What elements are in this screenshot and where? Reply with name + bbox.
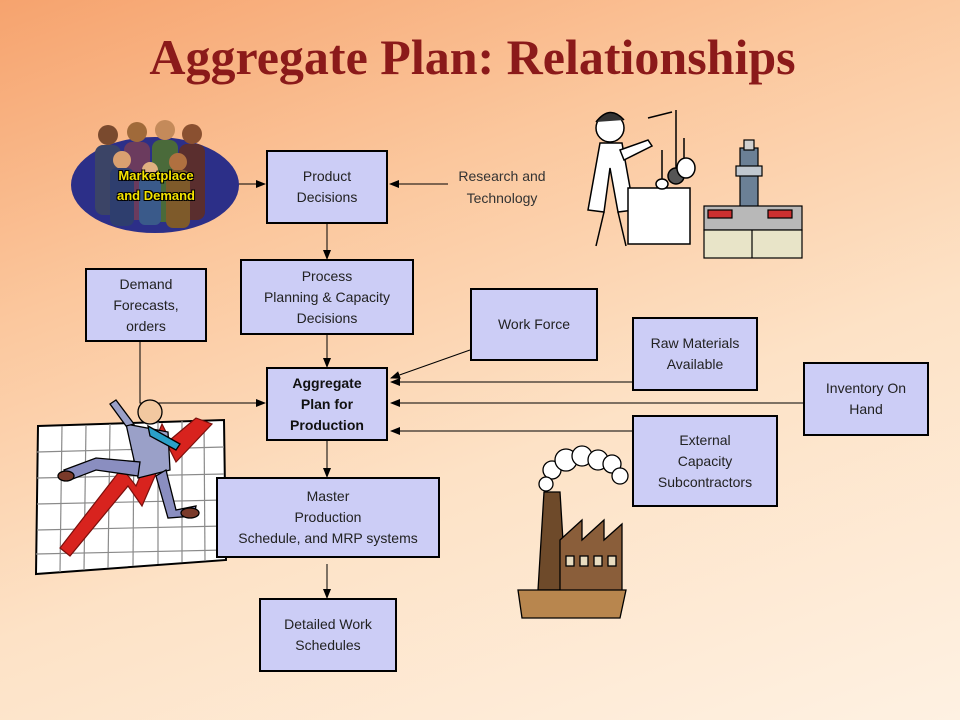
work-force-box: Work Force [470,288,598,361]
demand-forecasts-box: Demand Forecasts, orders [85,268,207,342]
arrow-workforce-to-aggregate [390,349,471,379]
product-decisions-box: Product Decisions [266,150,388,224]
master-production-box: Master Production Schedule, and MRP syst… [216,477,440,558]
research-technology-label: Research and Technology [458,168,546,206]
page-title: Aggregate Plan: Relationships [149,29,796,85]
aggregate-plan-box: Aggregate Plan for Production [266,367,388,441]
marketplace-label: Marketplace and Demand [116,168,195,203]
detailed-work-schedules-box: Detailed Work Schedules [259,598,397,672]
arrow-demand-to-aggregate [139,342,266,407]
raw-materials-box: Raw Materials Available [632,317,758,391]
inventory-on-hand-box: Inventory On Hand [803,362,929,436]
process-planning-box: Process Planning & Capacity Decisions [240,259,414,335]
external-capacity-box: External Capacity Subcontractors [632,415,778,507]
